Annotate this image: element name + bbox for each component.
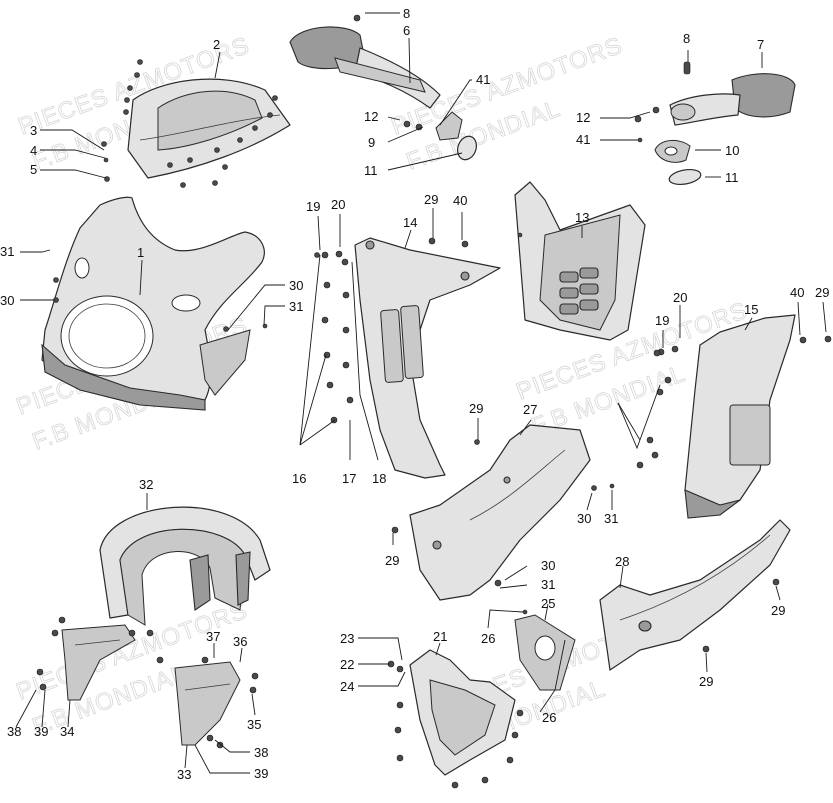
callout-39: 39 xyxy=(34,724,48,739)
left-mirror-part xyxy=(289,14,441,109)
callout-40: 40 xyxy=(453,193,467,208)
lower-right-panel-part xyxy=(599,519,791,671)
callout-38: 38 xyxy=(254,745,268,760)
callout-13: 13 xyxy=(575,210,589,225)
right-side-panel-part xyxy=(684,314,796,519)
callout-22: 22 xyxy=(340,657,354,672)
callout-19: 19 xyxy=(655,313,669,328)
callout-2: 2 xyxy=(213,37,220,52)
callout-16: 16 xyxy=(292,471,306,486)
callout-40: 40 xyxy=(790,285,804,300)
loose-fasteners xyxy=(36,106,832,789)
mirror-base-parts xyxy=(435,111,702,186)
callout-23: 23 xyxy=(340,631,354,646)
callout-38: 38 xyxy=(7,724,21,739)
callout-20: 20 xyxy=(331,197,345,212)
callout-29: 29 xyxy=(771,603,785,618)
callout-11: 11 xyxy=(725,170,739,185)
callout-29: 29 xyxy=(699,674,713,689)
callout-19: 19 xyxy=(306,199,320,214)
callout-29: 29 xyxy=(469,401,483,416)
callout-11: 11 xyxy=(364,163,378,178)
callout-36: 36 xyxy=(233,634,247,649)
left-side-panel-part xyxy=(354,237,501,479)
front-mudguard-part xyxy=(99,506,271,626)
small-bracket-part xyxy=(514,614,576,691)
callout-12: 12 xyxy=(364,109,378,124)
right-mirror-part xyxy=(669,61,796,126)
callout-8: 8 xyxy=(683,31,690,46)
callout-30: 30 xyxy=(541,558,555,573)
callout-21: 21 xyxy=(433,629,447,644)
fork-bracket-right-part xyxy=(174,661,241,746)
callout-27: 27 xyxy=(523,402,537,417)
callout-7: 7 xyxy=(757,37,764,52)
callout-25: 25 xyxy=(541,596,555,611)
callout-labels: 8 6 2 8 7 41 12 12 3 9 41 4 10 5 11 11 1… xyxy=(0,6,829,782)
callout-26: 26 xyxy=(542,710,556,725)
callout-5: 5 xyxy=(30,162,37,177)
callout-31: 31 xyxy=(0,244,14,259)
center-cowl-part xyxy=(514,181,646,341)
callout-31: 31 xyxy=(541,577,555,592)
callout-10: 10 xyxy=(725,143,739,158)
callout-37: 37 xyxy=(206,629,220,644)
callout-41: 41 xyxy=(576,132,590,147)
callout-34: 34 xyxy=(60,724,74,739)
callout-29: 29 xyxy=(424,192,438,207)
front-fairing-part xyxy=(41,196,265,411)
callout-6: 6 xyxy=(403,23,410,38)
callout-33: 33 xyxy=(177,767,191,782)
callout-24: 24 xyxy=(340,679,354,694)
callout-26: 26 xyxy=(481,631,495,646)
callout-12: 12 xyxy=(576,110,590,125)
callout-17: 17 xyxy=(342,471,356,486)
callout-4: 4 xyxy=(30,143,37,158)
fork-bracket-left-part xyxy=(61,624,136,701)
inner-panel-part xyxy=(409,649,516,776)
callout-9: 9 xyxy=(368,135,375,150)
lower-center-panel-part xyxy=(409,424,591,601)
callout-28: 28 xyxy=(615,554,629,569)
callout-18: 18 xyxy=(372,471,386,486)
callout-39: 39 xyxy=(254,766,268,781)
callout-41: 41 xyxy=(476,72,490,87)
leader-lines xyxy=(15,12,827,774)
callout-8: 8 xyxy=(403,6,410,21)
callout-31: 31 xyxy=(604,511,618,526)
callout-14: 14 xyxy=(403,215,417,230)
callout-30: 30 xyxy=(289,278,303,293)
callout-32: 32 xyxy=(139,477,153,492)
callout-3: 3 xyxy=(30,123,37,138)
callout-35: 35 xyxy=(247,717,261,732)
windscreen-part xyxy=(123,59,291,188)
callout-31: 31 xyxy=(289,299,303,314)
callout-20: 20 xyxy=(673,290,687,305)
callout-29: 29 xyxy=(385,553,399,568)
callout-30: 30 xyxy=(577,511,591,526)
callout-30: 30 xyxy=(0,293,14,308)
callout-29: 29 xyxy=(815,285,829,300)
callout-1: 1 xyxy=(137,245,144,260)
callout-15: 15 xyxy=(744,302,758,317)
